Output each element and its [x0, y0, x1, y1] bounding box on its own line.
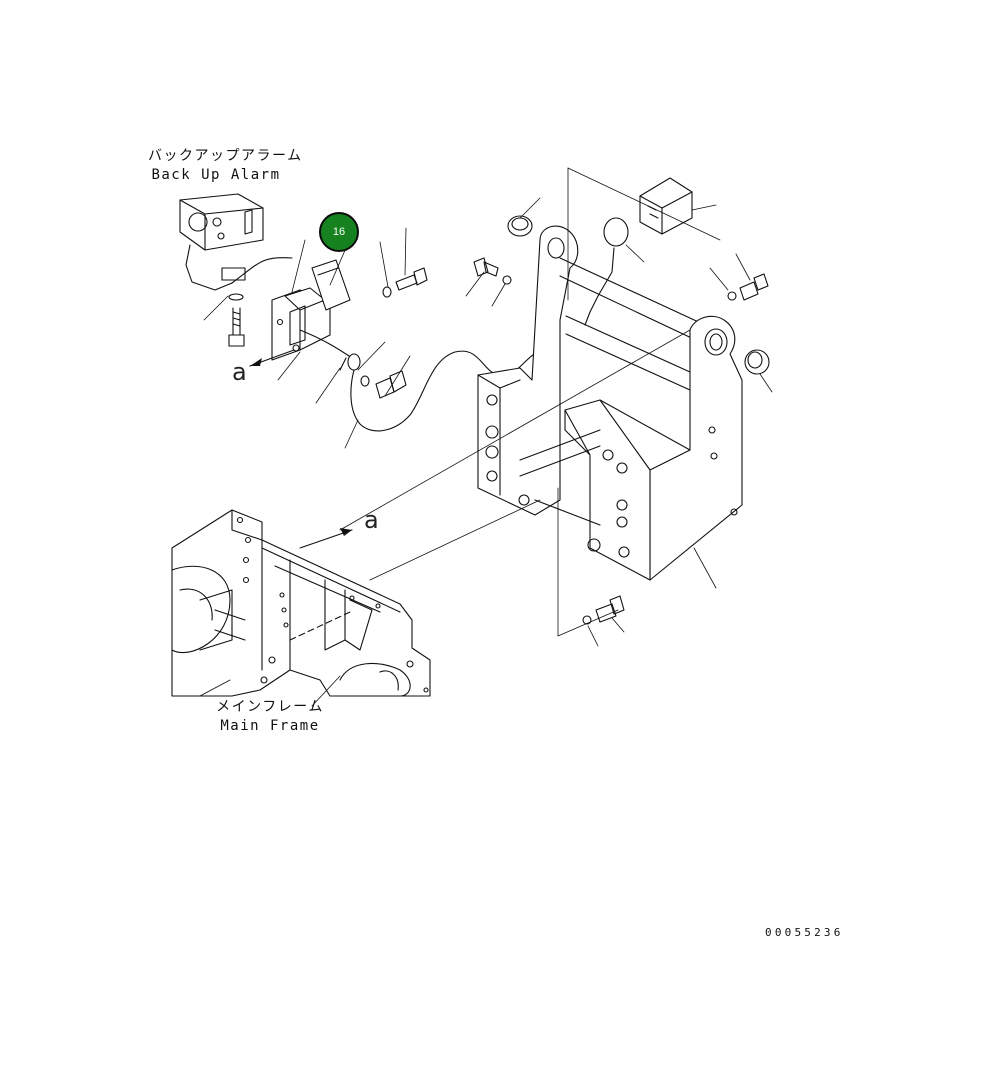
assembly-reference-lines	[339, 167, 721, 637]
part-callout-number: 16	[332, 226, 346, 238]
main-frame	[171, 509, 431, 697]
mounting-bracket	[271, 287, 353, 361]
bracket-bolt-lower	[360, 370, 407, 399]
main-frame-label-en: Main Frame	[220, 718, 320, 734]
view-marker-upper: a	[232, 358, 247, 386]
backup-alarm-label-jp: バックアップアラーム	[148, 148, 303, 164]
frame-bolt-left	[473, 257, 512, 285]
view-arrow-upper	[249, 349, 295, 367]
backup-alarm-label-en: Back Up Alarm	[151, 167, 281, 183]
bracket-bolt-upper	[382, 267, 428, 298]
main-frame-label-jp: メインフレーム	[216, 699, 324, 715]
part-callout-16[interactable]: 16	[319, 212, 359, 252]
rear-frame-tower	[477, 225, 743, 581]
drawing-code: 00055236	[765, 926, 844, 939]
alarm-mount-bolt	[228, 293, 245, 347]
wire-clamp	[339, 353, 361, 371]
view-arrow-lower	[299, 528, 353, 549]
lamp-assembly	[584, 177, 693, 326]
view-marker-lower: a	[364, 506, 379, 534]
backup-alarm-unit	[179, 193, 293, 291]
frame-bolt-top-right	[727, 273, 769, 301]
spacer-plate	[311, 259, 351, 311]
frame-bushings	[507, 215, 770, 375]
leader-lines-right	[465, 197, 773, 647]
main-frame-leader	[311, 675, 341, 707]
leader-lines-left	[203, 227, 411, 449]
